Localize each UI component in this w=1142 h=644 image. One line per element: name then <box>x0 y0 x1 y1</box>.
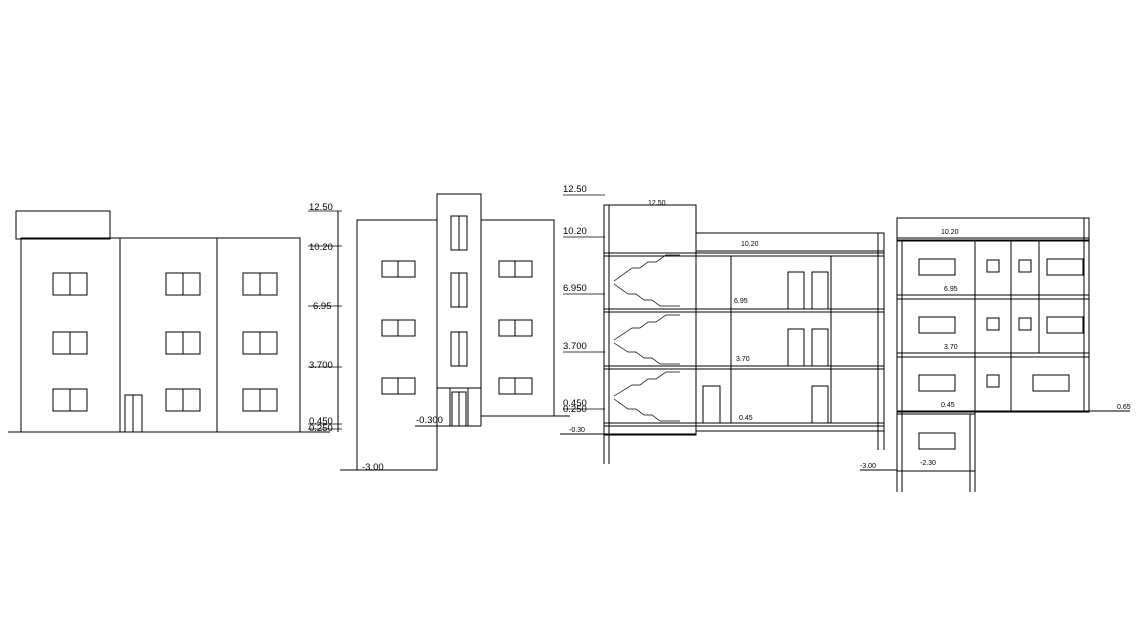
level-label: -0.30 <box>569 427 585 434</box>
section-a: 12.50 10.20 6.950 3.700 0.450 0.250 -0.3… <box>560 184 885 464</box>
level-label: 0.450 <box>563 398 587 409</box>
floor-tag: 0.45 <box>739 415 753 422</box>
level-label: -3.00 <box>860 463 876 470</box>
level-label: 3.700 <box>309 360 333 371</box>
floor-tag: 6.95 <box>944 286 958 293</box>
floor-tag: 12.50 <box>648 200 666 207</box>
floor-tag: 10.20 <box>941 229 959 236</box>
section-b: 10.20 6.95 3.70 0.45 -2.30 -3.00 0.65 <box>860 217 1131 492</box>
floor-tag: 0.45 <box>941 402 955 409</box>
level-label: 0.250 <box>563 404 587 415</box>
side-elevation: -0.300 -3.00 <box>340 193 570 473</box>
level-label: -3.00 <box>362 462 384 473</box>
floor-tag: -2.30 <box>920 460 936 467</box>
level-label: 0.65 <box>1117 404 1131 411</box>
floor-tag: 3.70 <box>944 344 958 351</box>
level-label: 12.50 <box>309 202 333 213</box>
level-label: 3.700 <box>563 341 587 352</box>
level-label: 6.95 <box>313 301 332 312</box>
level-label: 0.250 <box>309 423 333 434</box>
floor-tag: 10.20 <box>741 241 759 248</box>
level-label: 0.450 <box>309 416 333 427</box>
level-label: 12.50 <box>563 184 587 195</box>
floor-tag: 3.70 <box>736 356 750 363</box>
floor-tag: 6.95 <box>734 298 748 305</box>
side-windows <box>381 215 533 427</box>
level-label: 10.20 <box>563 226 587 237</box>
level-label: -0.300 <box>416 415 443 426</box>
level-label: 10.20 <box>309 242 333 253</box>
level-label: 6.950 <box>563 283 587 294</box>
front-windows <box>52 272 278 433</box>
front-elevation: 12.50 10.20 6.95 3.700 0.450 0.250 <box>8 202 342 434</box>
